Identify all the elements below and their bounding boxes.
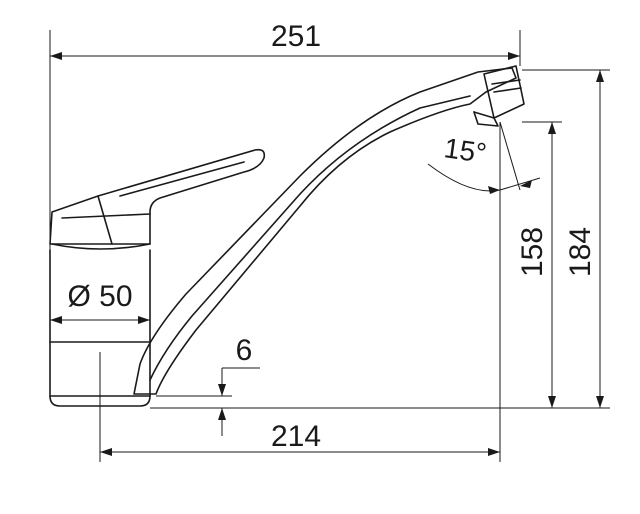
dim-spout-angle-label: 15° bbox=[442, 132, 488, 169]
dim-total-height-label: 184 bbox=[564, 227, 597, 277]
dim-total-length-label: 251 bbox=[271, 20, 321, 53]
dim-total-height bbox=[522, 69, 610, 408]
dim-body-diameter bbox=[50, 316, 150, 324]
dim-spout-reach bbox=[99, 132, 501, 462]
dim-total-length bbox=[49, 30, 521, 250]
dim-base-thickness bbox=[218, 367, 260, 436]
spout-aerator bbox=[473, 65, 525, 127]
dim-outlet-height-label: 158 bbox=[516, 227, 549, 277]
dim-outlet-height bbox=[522, 121, 562, 408]
dim-body-diameter-label: Ø 50 bbox=[67, 280, 132, 313]
faucet-spout bbox=[133, 67, 517, 395]
dim-spout-reach-label: 214 bbox=[271, 420, 321, 453]
dim-spout-angle bbox=[427, 121, 541, 196]
dim-base-thickness-label: 6 bbox=[236, 334, 253, 367]
faucet-lever bbox=[49, 148, 266, 245]
